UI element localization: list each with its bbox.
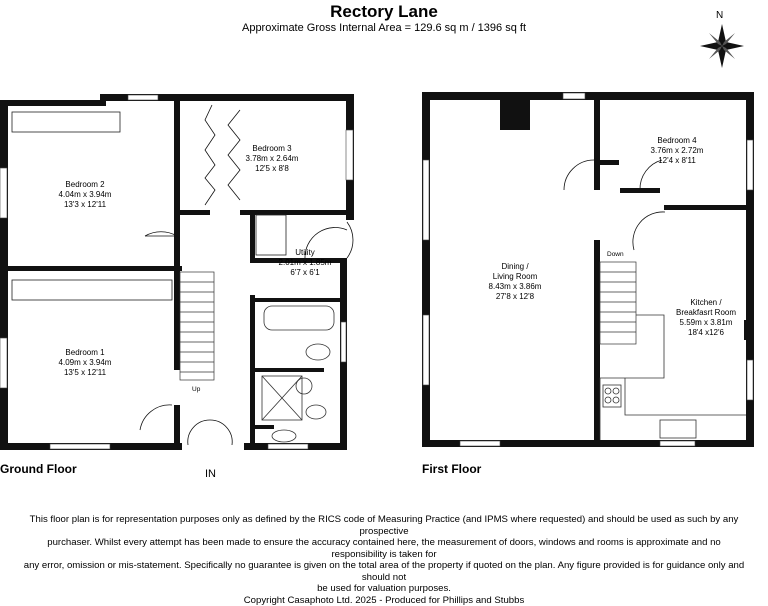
disclaimer: This floor plan is for representation pu… (20, 514, 748, 606)
bath (264, 306, 334, 330)
chimney (500, 100, 530, 130)
room-dim-ft: 12'5 x 8'8 (222, 164, 322, 174)
plan-title: Rectory Lane (0, 2, 768, 22)
room-name: Utility (260, 248, 350, 258)
ff-stairs-label: Down (607, 251, 624, 258)
room-dim-ft: 27'8 x 12'8 (460, 292, 570, 302)
plan-subtitle: Approximate Gross Internal Area = 129.6 … (0, 22, 768, 34)
room-name: Bedroom 2 (30, 180, 140, 190)
compass-north-label: N (716, 10, 723, 21)
first-floor-label: First Floor (422, 462, 481, 476)
room-name: Bedroom 3 (222, 144, 322, 154)
room-dim-ft: 18'4 x12'6 (656, 328, 756, 338)
room-bedroom2: Bedroom 2 4.04m x 3.94m 13'3 x 12'11 (30, 180, 140, 210)
room-bedroom3: Bedroom 3 3.78m x 2.64m 12'5 x 8'8 (222, 144, 322, 174)
room-bedroom1: Bedroom 1 4.09m x 3.94m 13'5 x 12'11 (30, 348, 140, 378)
toilet (306, 344, 330, 360)
room-dining-living: Dining / Living Room 8.43m x 3.86m 27'8 … (460, 262, 570, 302)
gf-wall-internal-1 (174, 100, 180, 270)
room-name-2: Living Room (460, 272, 570, 282)
gf-stairs-label: Up (192, 386, 200, 393)
disclaimer-line: be used for valuation purposes. (20, 583, 748, 595)
room-dim-m: 5.59m x 3.81m (656, 318, 756, 328)
room-utility: Utility 2.01m x 1.85m 6'7 x 6'1 (260, 248, 350, 278)
room-dim-m: 2.01m x 1.85m (260, 258, 350, 268)
room-dim-m: 3.76m x 2.72m (622, 146, 732, 156)
room-dim-m: 3.78m x 2.64m (222, 154, 322, 164)
window (128, 95, 158, 100)
room-dim-m: 4.09m x 3.94m (30, 358, 140, 368)
room-name: Kitchen / (656, 298, 756, 308)
room-dim-m: 8.43m x 3.86m (460, 282, 570, 292)
copyright: Copyright Casaphoto Ltd. 2025 - Produced… (20, 595, 748, 606)
room-name: Dining / (460, 262, 570, 272)
room-dim-ft: 12'4 x 8'11 (622, 156, 732, 166)
disclaimer-line: purchaser. Whilst every attempt has been… (20, 537, 748, 560)
room-dim-ft: 13'5 x 12'11 (30, 368, 140, 378)
ground-floor-label: Ground Floor (0, 462, 77, 476)
disclaimer-line: any error, omission or mis-statement. Sp… (20, 560, 748, 583)
room-dim-ft: 13'3 x 12'11 (30, 200, 140, 210)
ff-stairs (600, 262, 636, 344)
room-bedroom4: Bedroom 4 3.76m x 2.72m 12'4 x 8'11 (622, 136, 732, 166)
room-name-2: Breakfasrt Room (656, 308, 756, 318)
ff-wall-left (422, 92, 430, 446)
gf-wall-top-left (0, 100, 103, 106)
ff-wall-top (422, 92, 752, 100)
gf-wall-left (0, 100, 8, 450)
room-name: Bedroom 4 (622, 136, 732, 146)
disclaimer-line: This floor plan is for representation pu… (20, 514, 748, 537)
room-dim-ft: 6'7 x 6'1 (260, 268, 350, 278)
room-dim-m: 4.04m x 3.94m (30, 190, 140, 200)
room-name: Bedroom 1 (30, 348, 140, 358)
gf-stairs (180, 272, 214, 380)
room-kitchen: Kitchen / Breakfasrt Room 5.59m x 3.81m … (656, 298, 756, 338)
entrance-label: IN (205, 468, 216, 480)
floor-plan-drawing (0, 0, 768, 576)
